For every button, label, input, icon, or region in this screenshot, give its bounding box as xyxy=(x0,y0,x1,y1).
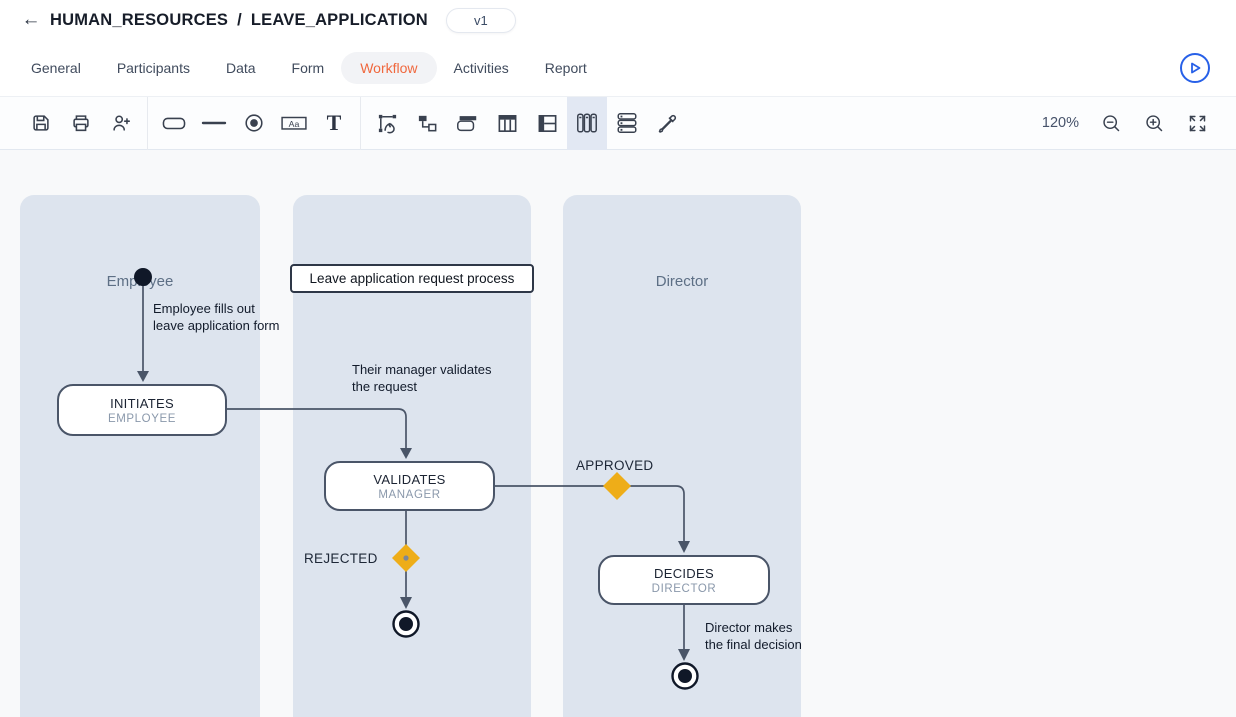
tab-report[interactable]: Report xyxy=(544,60,587,76)
add-participant-button[interactable] xyxy=(101,97,141,150)
zoom-in-button[interactable] xyxy=(1137,97,1171,150)
table-columns-icon xyxy=(496,112,519,135)
vertical-lanes-tool[interactable] xyxy=(567,96,607,150)
connector-tool[interactable] xyxy=(407,97,447,150)
tab-bar: General Participants Data Form Workflow … xyxy=(0,40,1236,97)
transition-label-decision: Director makes the final decision xyxy=(705,620,802,652)
rejected-label: REJECTED xyxy=(304,551,378,566)
lane-director-title: Director xyxy=(655,273,709,290)
horizontal-lanes-icon xyxy=(615,111,639,135)
approved-label: APPROVED xyxy=(576,458,654,473)
breadcrumb: HUMAN_RESOURCES / LEAVE_APPLICATION xyxy=(50,11,428,30)
text-tool-icon: T xyxy=(326,110,342,135)
toolbar-divider xyxy=(147,96,148,150)
zoom-controls: 120% xyxy=(1042,97,1236,150)
toolbar-divider xyxy=(360,96,361,150)
activity-participant: MANAGER xyxy=(378,488,441,501)
tab-activities[interactable]: Activities xyxy=(453,60,509,76)
play-icon xyxy=(1188,61,1202,75)
workflow-edges xyxy=(134,268,699,690)
lane-director[interactable]: Director xyxy=(563,195,801,717)
line-tool[interactable] xyxy=(194,97,234,150)
rounded-rectangle-tool[interactable] xyxy=(154,97,194,150)
rejected-condition-diamond[interactable] xyxy=(392,544,420,572)
tab-workflow[interactable]: Workflow xyxy=(341,52,437,84)
add-user-icon xyxy=(110,112,132,134)
print-icon xyxy=(70,112,92,134)
eyedropper-tool[interactable] xyxy=(647,97,687,150)
rounded-rectangle-icon xyxy=(161,112,187,134)
eyedropper-icon xyxy=(656,112,679,135)
print-button[interactable] xyxy=(61,97,101,150)
breadcrumb-app-name: HUMAN_RESOURCES xyxy=(50,10,229,29)
transition-label-validate: Their manager validates the request xyxy=(352,362,492,394)
connector-icon xyxy=(416,112,439,135)
workflow-toolbar: Aa T 120% xyxy=(0,96,1236,150)
tab-data[interactable]: Data xyxy=(225,60,256,76)
version-badge[interactable]: v1 xyxy=(445,7,516,33)
activity-initiates[interactable]: INITIATES EMPLOYEE xyxy=(57,384,227,436)
save-icon xyxy=(30,112,52,134)
line-icon xyxy=(200,112,228,134)
end-node-icon xyxy=(243,112,265,134)
approved-condition-diamond[interactable] xyxy=(603,472,631,500)
workflow-canvas[interactable]: Employee Manager Director xyxy=(0,150,1236,717)
bezier-select-tool[interactable] xyxy=(367,97,407,150)
tab-general[interactable]: General xyxy=(31,60,81,76)
zoom-in-icon xyxy=(1144,113,1165,134)
save-button[interactable] xyxy=(21,97,61,150)
fullscreen-icon xyxy=(1187,113,1208,134)
end-node-director[interactable] xyxy=(671,662,699,690)
end-node-manager[interactable] xyxy=(392,610,420,638)
tab-form[interactable]: Form xyxy=(291,60,325,76)
label-box-icon: Aa xyxy=(279,112,309,134)
tab-participants[interactable]: Participants xyxy=(116,60,190,76)
activity-validates[interactable]: VALIDATES MANAGER xyxy=(324,461,495,511)
title-bar: ← HUMAN_RESOURCES / LEAVE_APPLICATION v1 xyxy=(0,0,1236,40)
back-button[interactable]: ← xyxy=(18,7,44,33)
activity-participant: EMPLOYEE xyxy=(107,412,177,425)
vertical-lanes-icon xyxy=(575,111,599,135)
activity-title: DECIDES xyxy=(654,565,714,581)
table-rows-tool[interactable] xyxy=(527,97,567,150)
transition-label-start: Employee fills out leave application for… xyxy=(153,301,280,333)
horizontal-lanes-tool[interactable] xyxy=(607,97,647,150)
activity-title: VALIDATES xyxy=(373,471,446,487)
start-node[interactable] xyxy=(134,268,152,286)
zoom-out-icon xyxy=(1101,113,1122,134)
activity-decides[interactable]: DECIDES DIRECTOR xyxy=(598,555,770,605)
phase-box-icon xyxy=(455,112,479,135)
text-tool[interactable]: T xyxy=(314,97,354,150)
breadcrumb-process-name: LEAVE_APPLICATION xyxy=(250,10,428,29)
table-rows-icon xyxy=(536,112,559,135)
bezier-select-icon xyxy=(376,112,399,135)
fullscreen-button[interactable] xyxy=(1180,97,1214,150)
zoom-out-button[interactable] xyxy=(1094,97,1128,150)
phase-box-tool[interactable] xyxy=(447,97,487,150)
table-columns-tool[interactable] xyxy=(487,97,527,150)
breadcrumb-separator: / xyxy=(237,10,242,29)
process-name-label[interactable]: Leave application request process xyxy=(290,264,534,293)
aa-glyph: Aa xyxy=(289,119,300,129)
activity-participant: DIRECTOR xyxy=(651,582,717,595)
run-process-button[interactable] xyxy=(1180,53,1210,83)
end-node-tool[interactable] xyxy=(234,97,274,150)
activity-title: INITIATES xyxy=(110,395,174,411)
zoom-level: 120% xyxy=(1041,115,1079,131)
label-box-tool[interactable]: Aa xyxy=(274,97,314,150)
